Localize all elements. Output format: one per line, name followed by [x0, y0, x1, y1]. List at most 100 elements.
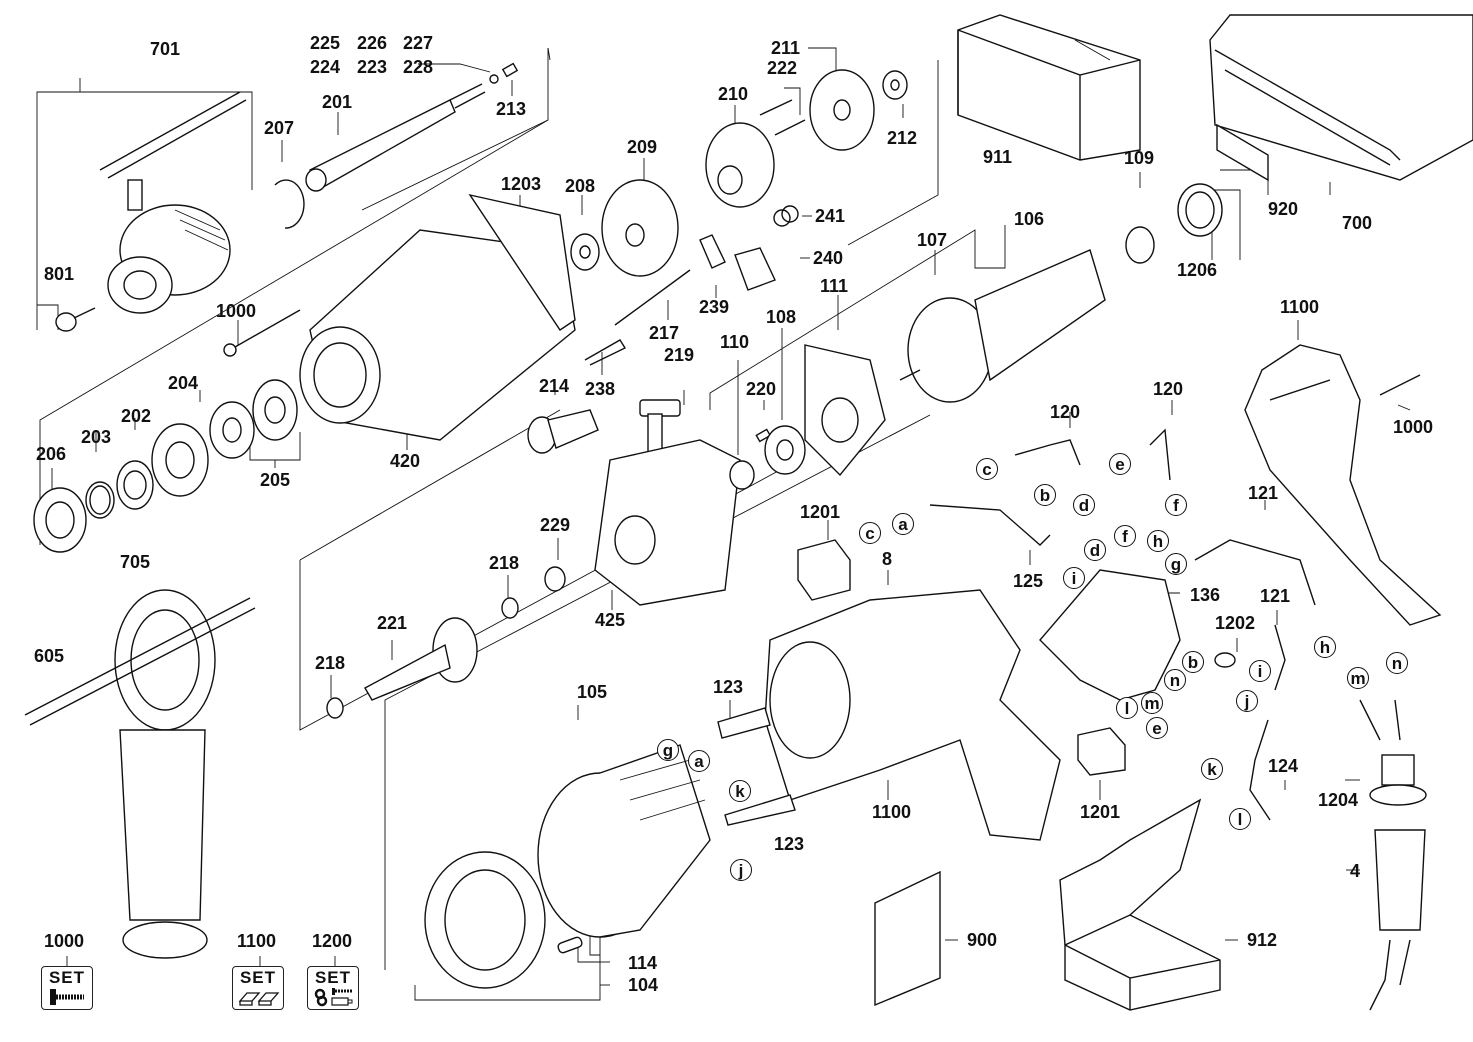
part-label: 1000 [44, 931, 85, 951]
connector-letter: e [1109, 453, 1131, 475]
part-label: 240 [813, 248, 844, 268]
part-label: 208 [565, 176, 596, 196]
connector-letter: k [729, 780, 751, 802]
connector-letter: l [1229, 808, 1251, 830]
connector-letter: i [1249, 660, 1271, 682]
bearing-108 [764, 425, 806, 475]
connector-letter: f [1114, 525, 1136, 547]
bearing-204 [151, 423, 209, 497]
part-label: 110 [720, 332, 750, 352]
manual-900 [874, 870, 941, 1007]
part-label: 202 [121, 406, 152, 426]
part-label: 121 [1248, 483, 1279, 503]
part-label: 239 [699, 297, 730, 317]
set-kit-1000: SET [41, 966, 93, 1010]
part-label: 120 [1050, 402, 1081, 422]
box-911 [957, 14, 1141, 161]
part-label: 4 [1350, 861, 1361, 881]
part-label: 123 [713, 677, 744, 697]
part-label: 213 [496, 99, 527, 119]
connector-letter: f [1165, 494, 1187, 516]
set-label: SET [314, 968, 352, 987]
part-label: 205 [260, 470, 291, 490]
pin-220 [755, 428, 772, 443]
field-105 [537, 744, 711, 938]
depth-rod-605 [24, 597, 256, 726]
part-label: 1201 [800, 502, 841, 522]
cord-socket-1204 [1369, 754, 1427, 806]
part-label: 1200 [312, 931, 353, 951]
connector-letter: l [1116, 697, 1138, 719]
housing-parts-icon [238, 992, 280, 1006]
washer-218 [501, 597, 519, 619]
part-label: 8 [882, 549, 893, 569]
part-label: 912 [1247, 930, 1278, 950]
part-label: 1204 [1318, 790, 1359, 810]
part-label: 241 [815, 206, 846, 226]
aux-handle-705 [114, 589, 216, 959]
connector-letter: h [1147, 530, 1169, 552]
bearing-109 [1125, 226, 1155, 264]
part-label: 425 [595, 610, 626, 630]
part-label: 217 [649, 323, 680, 343]
part-label: 701 [150, 39, 181, 59]
part-label: 1201 [1080, 802, 1121, 822]
part-label: 920 [1268, 199, 1299, 219]
bearing-110 [729, 460, 755, 490]
part-label: 123 [774, 834, 805, 854]
part-label: 225 [310, 33, 341, 53]
knob-214 [527, 409, 599, 454]
housing-half-1100 [1244, 344, 1442, 626]
part-label: 1100 [872, 802, 912, 822]
part-label: 420 [390, 451, 421, 471]
part-label: 605 [34, 646, 65, 666]
insulation-ring-104 [424, 851, 546, 989]
connector-letter: k [1201, 758, 1223, 780]
connector-letter: g [1165, 553, 1187, 575]
part-label: 109 [1124, 148, 1155, 168]
gear-housing-420 [299, 193, 576, 441]
seal-206 [33, 487, 87, 553]
screw-1000 [223, 309, 301, 357]
carton-912 [1059, 798, 1221, 1011]
circlip-207 [274, 179, 305, 229]
brush-123b [724, 794, 796, 826]
case-700 [1209, 14, 1473, 181]
set-label: SET [239, 968, 277, 987]
retaining-ring-203 [85, 481, 115, 519]
washer-218b [326, 697, 344, 719]
switch-1201b [1077, 727, 1126, 776]
part-label: 705 [120, 552, 151, 572]
leader-lines [36, 39, 1411, 1001]
part-label: 229 [540, 515, 571, 535]
part-label: 106 [1014, 209, 1045, 229]
part-label: 120 [1153, 379, 1184, 399]
shaft-217 [614, 269, 691, 326]
connector-letter: j [1236, 690, 1258, 712]
part-label: 700 [1342, 213, 1373, 233]
pin-114 [557, 936, 583, 954]
part-label: 125 [1013, 571, 1044, 591]
selector-219 [639, 399, 681, 455]
connector-letter: m [1347, 667, 1369, 689]
part-label: 121 [1260, 586, 1291, 606]
gearcase-425 [594, 439, 741, 606]
set-kit-1200: SET [307, 966, 359, 1010]
part-label: 114 [628, 953, 658, 973]
gear-209 [601, 179, 679, 277]
part-label: 227 [403, 33, 434, 53]
pins-222 [759, 99, 806, 136]
part-label: 207 [264, 118, 295, 138]
motor-housing-8 [764, 589, 1061, 841]
connector-letter: h [1314, 636, 1336, 658]
connector-letter: i [1063, 567, 1085, 589]
part-label: 900 [967, 930, 998, 950]
hardware-kit-icon [314, 988, 353, 1007]
gear-211 [809, 69, 875, 151]
part-label: 1203 [501, 174, 542, 194]
set-kit-1100: SET [232, 966, 284, 1010]
connector-letter: a [688, 750, 710, 772]
part-label: 107 [917, 230, 948, 250]
baffle-111 [804, 344, 886, 477]
